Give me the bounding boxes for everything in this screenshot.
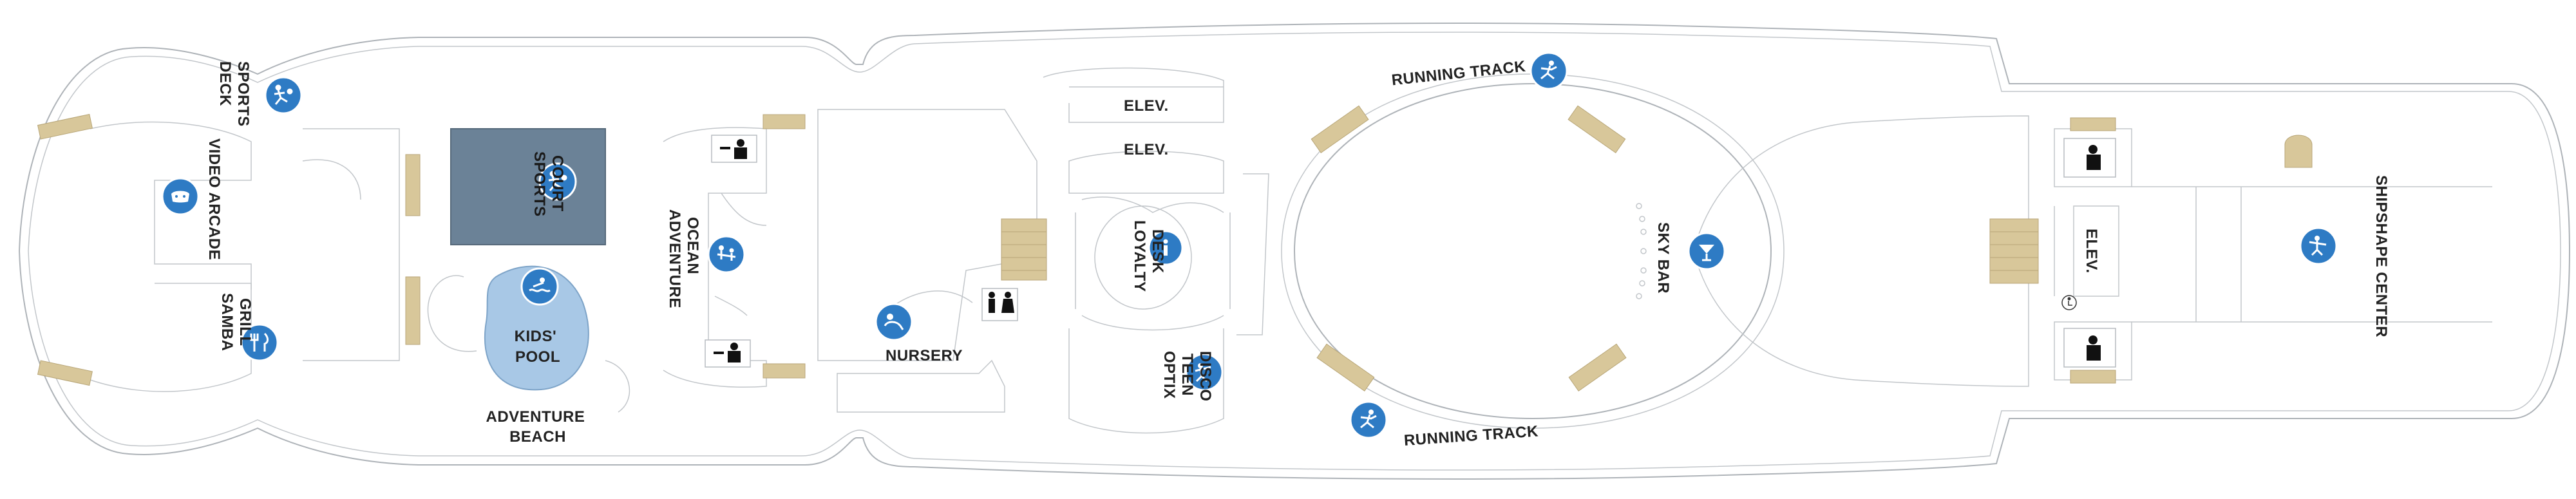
kids-icon	[707, 235, 746, 274]
stairs-aft-bottom	[2070, 370, 2116, 384]
label-elev-mid: ELEV.	[1124, 141, 1169, 158]
stairs-aft-top	[2070, 117, 2116, 131]
arcade-icon	[161, 177, 200, 216]
stairs-forward-port	[37, 113, 93, 140]
sports-icon	[538, 162, 577, 201]
label-running-track-bottom: RUNNING TRACK	[1403, 422, 1539, 449]
sports-icon	[264, 76, 303, 115]
accessible-icon	[2061, 295, 2077, 310]
info-icon	[1148, 230, 1184, 266]
label-adventure-ocean: ADVENTURE OCEAN	[666, 209, 701, 313]
restroom-icon	[981, 288, 1018, 321]
restroom-icon	[705, 339, 751, 368]
forward-area	[37, 113, 421, 392]
label-sports-court: SPORTS COURT	[531, 151, 566, 221]
running-icon	[1530, 52, 1568, 90]
stairs-aft-center	[1989, 218, 2039, 284]
label-sports-deck: SPORTS DECK	[216, 61, 252, 131]
label-shipshape-center: SHIPSHAPE CENTER	[2372, 175, 2390, 337]
restroom-icon	[2063, 328, 2116, 368]
running-icon	[1349, 400, 1388, 439]
label-video-arcade: VIDEO ARCADE	[205, 138, 223, 260]
stairs-mid-1	[1001, 218, 1047, 281]
aft-area	[2054, 128, 2492, 381]
label-samba-grill: SAMBA GRILL	[218, 293, 254, 355]
label-nursery: NURSERY	[886, 347, 963, 364]
fitness-icon	[2299, 227, 2338, 265]
stairs-forward-starboard	[37, 360, 93, 386]
label-adventure-beach: ADVENTURE BEACH	[486, 408, 589, 446]
sports-court-area	[450, 128, 606, 245]
restroom-icon	[2063, 138, 2116, 178]
label-kids-pool: KIDS' POOL	[515, 328, 562, 366]
label-optix-teen-disco: OPTIX TEEN DISCO	[1160, 351, 1214, 404]
midship-core	[1043, 67, 1269, 434]
running-track	[1281, 73, 1785, 429]
label-sky-bar: SKY BAR	[1654, 222, 1672, 294]
label-loyalty-desk: LOYALTY DESK	[1131, 220, 1166, 296]
label-elev-top: ELEV.	[1124, 97, 1169, 115]
dining-icon	[240, 323, 279, 362]
hull	[18, 22, 2571, 480]
stairs-forward-center-1	[405, 154, 421, 216]
pool-icon	[520, 267, 559, 306]
restroom-icon	[711, 135, 757, 163]
stairs-adventure-ocean-top	[762, 114, 806, 129]
teen-icon	[1185, 353, 1224, 391]
stairs-adventure-ocean-bottom	[762, 363, 806, 379]
nursery-icon	[875, 303, 913, 341]
stairs-forward-center-2	[405, 276, 421, 345]
bar-icon	[1687, 232, 1726, 270]
kids-pool-area	[427, 265, 630, 413]
label-elev-aft: ELEV.	[2083, 229, 2100, 274]
stairs-aft-spiral	[2284, 135, 2313, 168]
kids-pool-water	[484, 265, 589, 391]
